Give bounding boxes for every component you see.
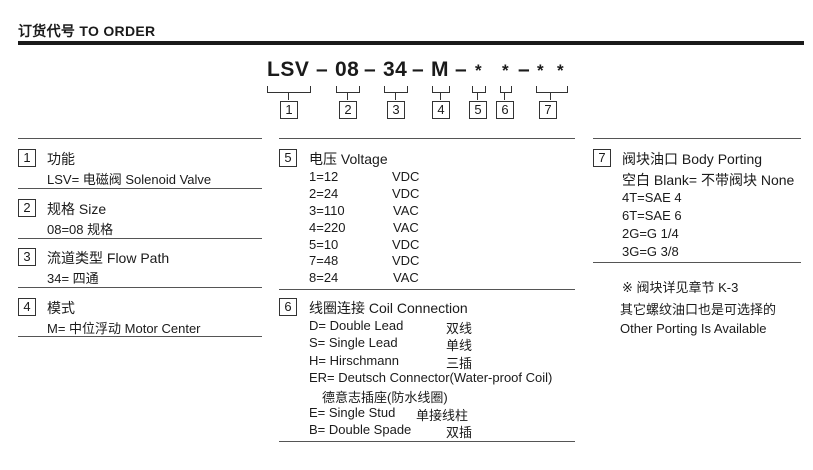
bracket-7	[536, 86, 568, 93]
section-3-number: 3	[18, 248, 36, 266]
bracket-3	[384, 86, 408, 93]
coil-code: S= Single Lead	[309, 335, 398, 350]
code-box-1: 1	[280, 101, 298, 119]
section-1-line: LSV= 电磁阀 Solenoid Valve	[47, 172, 212, 187]
code-porting-a: *	[537, 61, 545, 80]
section-1-title: 功能	[47, 151, 75, 167]
code-dash-2: –	[364, 58, 377, 81]
section-2-number: 2	[18, 199, 36, 217]
code-dash-1: –	[316, 58, 329, 81]
voltage-unit: VAC	[393, 203, 419, 218]
code-box-2: 2	[339, 101, 357, 119]
code-porting-b: *	[557, 61, 565, 80]
section-6-title: 线圈连接 Coil Connection	[309, 300, 468, 316]
code-box-4: 4	[432, 101, 450, 119]
stem-2	[347, 92, 348, 100]
porting-option: 4T=SAE 4	[622, 190, 682, 205]
voltage-unit: VDC	[392, 237, 420, 252]
porting-note-zh: 其它螺纹油口也是可选择的	[620, 302, 777, 317]
section-4-rule	[18, 336, 262, 337]
voltage-code: 8=24	[309, 270, 339, 285]
section-4-line: M= 中位浮动 Motor Center	[47, 321, 201, 336]
porting-note-ref: ※ 阀块详见章节 K-3	[622, 280, 739, 295]
stem-3	[395, 92, 396, 100]
coil-zh: 单线	[446, 338, 473, 353]
header-divider	[18, 41, 804, 45]
stem-6	[504, 92, 505, 100]
stem-4	[440, 92, 441, 100]
section-3-title: 流道类型 Flow Path	[47, 250, 170, 266]
stem-5	[477, 92, 478, 100]
coil-code: ER= Deutsch Connector(Water-proof Coil)	[309, 370, 553, 385]
voltage-unit: VAC	[393, 220, 419, 235]
bracket-5	[472, 86, 486, 93]
section-1-number: 1	[18, 149, 36, 167]
porting-option: 6T=SAE 6	[622, 208, 682, 223]
coil-zh: 双插	[446, 425, 473, 440]
porting-note-en: Other Porting Is Available	[620, 321, 767, 336]
section-5-number: 5	[279, 149, 297, 167]
voltage-unit: VAC	[393, 270, 419, 285]
section-2-line: 08=08 规格	[47, 222, 114, 237]
bracket-2	[336, 86, 360, 93]
section-2-title: 规格 Size	[47, 201, 107, 217]
section-5-title: 电压 Voltage	[309, 151, 388, 167]
section-1-rule	[18, 188, 262, 189]
code-box-7: 7	[539, 101, 557, 119]
bracket-1	[267, 86, 311, 93]
section-5-top-rule	[279, 138, 575, 139]
section-6-rule	[279, 441, 575, 442]
code-box-5: 5	[469, 101, 487, 119]
section-6-number: 6	[279, 298, 297, 316]
stem-7	[550, 92, 551, 100]
code-dash-3: –	[412, 58, 425, 81]
coil-zh: 单接线柱	[416, 408, 469, 423]
porting-option: 3G=G 3/8	[622, 244, 679, 259]
section-1-top-rule	[18, 138, 262, 139]
voltage-unit: VDC	[392, 253, 420, 268]
section-4-title: 模式	[47, 300, 75, 316]
coil-code: D= Double Lead	[309, 318, 404, 333]
code-voltage: *	[475, 61, 483, 80]
section-7-rule	[593, 262, 801, 263]
porting-option: 2G=G 1/4	[622, 226, 679, 241]
code-size: 08	[335, 58, 360, 81]
coil-zh: 三插	[446, 356, 473, 371]
voltage-unit: VDC	[392, 186, 420, 201]
code-lsv: LSV	[267, 58, 310, 81]
code-dash-4: –	[455, 58, 468, 81]
coil-code: B= Double Spade	[309, 422, 412, 437]
coil-code: E= Single Stud	[309, 405, 396, 420]
code-mode: M	[431, 58, 449, 81]
coil-zh: 双线	[446, 321, 473, 336]
voltage-code: 4=220	[309, 220, 346, 235]
voltage-code: 1=12	[309, 169, 339, 184]
section-5-rule	[279, 289, 575, 290]
coil-code: H= Hirschmann	[309, 353, 399, 368]
section-3-line: 34= 四通	[47, 271, 99, 286]
section-3-rule	[18, 287, 262, 288]
section-2-rule	[18, 238, 262, 239]
code-coil: *	[502, 61, 510, 80]
page-title: 订货代号 TO ORDER	[18, 23, 156, 39]
section-4-number: 4	[18, 298, 36, 316]
voltage-unit: VDC	[392, 169, 420, 184]
code-box-6: 6	[496, 101, 514, 119]
bracket-6	[500, 86, 512, 93]
code-dash-5: –	[518, 58, 531, 81]
voltage-code: 7=48	[309, 253, 339, 268]
coil-zh-note: 德意志插座(防水线圈)	[322, 390, 448, 405]
voltage-code: 5=10	[309, 237, 339, 252]
code-flow: 34	[383, 58, 408, 81]
voltage-code: 2=24	[309, 186, 339, 201]
code-box-3: 3	[387, 101, 405, 119]
porting-blank: 空白 Blank= 不带阀块 None	[622, 172, 795, 188]
voltage-code: 3=110	[309, 203, 345, 218]
section-7-title: 阀块油口 Body Porting	[622, 151, 763, 167]
bracket-4	[432, 86, 450, 93]
section-7-top-rule	[593, 138, 801, 139]
section-7-number: 7	[593, 149, 611, 167]
stem-1	[288, 92, 289, 100]
